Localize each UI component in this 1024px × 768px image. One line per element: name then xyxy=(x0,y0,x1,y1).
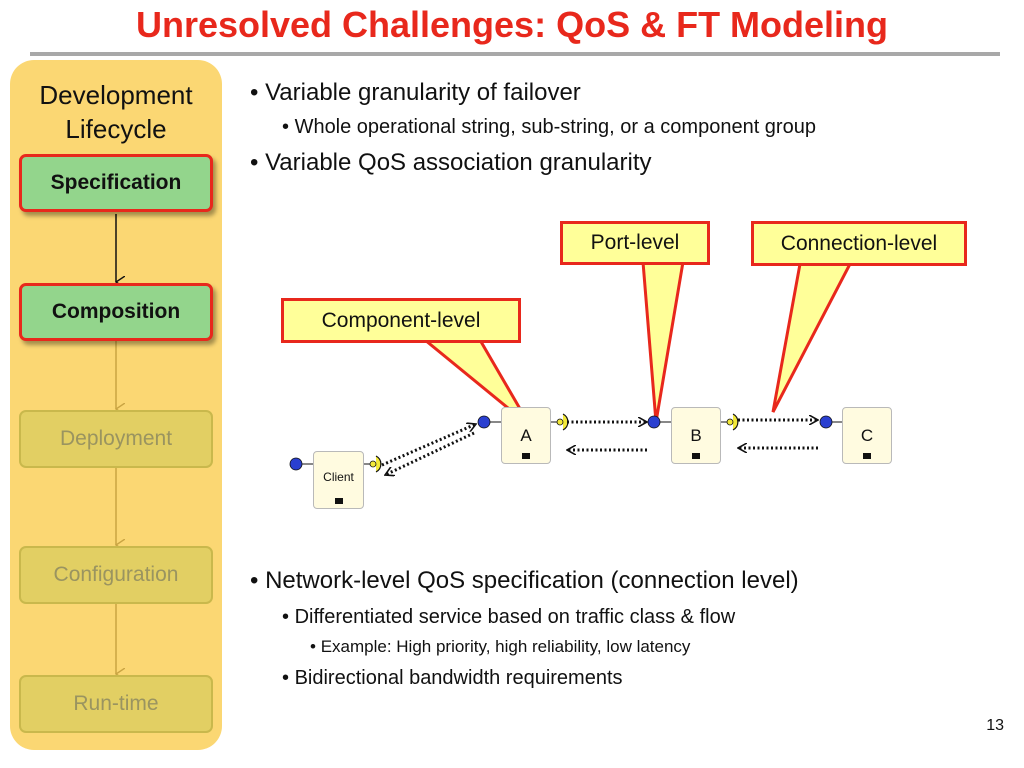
bullet-example: • Example: High priority, high reliabili… xyxy=(310,637,691,656)
a-facet-port xyxy=(477,415,501,429)
bullet-differentiated-service: • Differentiated service based on traffi… xyxy=(282,606,736,628)
callout-connection-level: Connection-level xyxy=(751,221,967,266)
bullet-failover: • Variable granularity of failover xyxy=(250,79,581,106)
lifecycle-heading-line2: Lifecycle xyxy=(65,114,167,144)
bullet-failover-sub: • Whole operational string, sub-string, … xyxy=(282,116,816,138)
b-facet-port xyxy=(647,415,671,429)
component-a: A xyxy=(501,407,551,464)
component-client-handle xyxy=(334,498,343,504)
phase-configuration: Configuration xyxy=(19,546,213,604)
component-client: Client xyxy=(313,451,364,509)
slide-title: Unresolved Challenges: QoS & FT Modeling xyxy=(135,4,889,45)
component-c-label: C xyxy=(860,426,874,445)
conn-a-to-client xyxy=(385,431,475,475)
title-divider xyxy=(30,52,1000,56)
bullet-qos: • Variable QoS association granularity xyxy=(250,149,652,176)
phase-specification: Specification xyxy=(19,154,213,212)
lifecycle-heading-line1: Development xyxy=(39,80,193,110)
phase-run-time: Run-time xyxy=(19,675,213,733)
page-number: 13 xyxy=(986,717,1004,734)
component-client-label: Client xyxy=(323,470,354,484)
a-receptacle-port xyxy=(551,413,569,431)
b-receptacle-port xyxy=(721,413,739,431)
callout-port-level: Port-level xyxy=(560,221,710,265)
component-b-handle xyxy=(692,453,700,459)
phase-composition: Composition xyxy=(19,283,213,341)
client-receptacle-port xyxy=(364,455,382,473)
component-b: B xyxy=(671,407,721,464)
component-a-handle xyxy=(522,453,530,459)
c-facet-port xyxy=(819,415,842,429)
callout-component-level: Component-level xyxy=(281,298,521,343)
component-c-handle xyxy=(863,453,871,459)
bullet-bandwidth: • Bidirectional bandwidth requirements xyxy=(282,667,623,689)
client-facet-port xyxy=(289,457,313,471)
top-bullets: • Variable granularity of failover • Who… xyxy=(250,78,816,178)
component-c: C xyxy=(842,407,892,464)
component-a-label: A xyxy=(520,426,532,445)
bottom-bullets: • Network-level QoS specification (conne… xyxy=(250,566,799,691)
conn-client-to-a xyxy=(381,424,476,467)
lifecycle-heading: Development Lifecycle xyxy=(10,78,222,146)
phase-deployment: Deployment xyxy=(19,410,213,468)
component-b-label: B xyxy=(690,426,702,445)
bullet-network-qos: • Network-level QoS specification (conne… xyxy=(250,567,799,594)
